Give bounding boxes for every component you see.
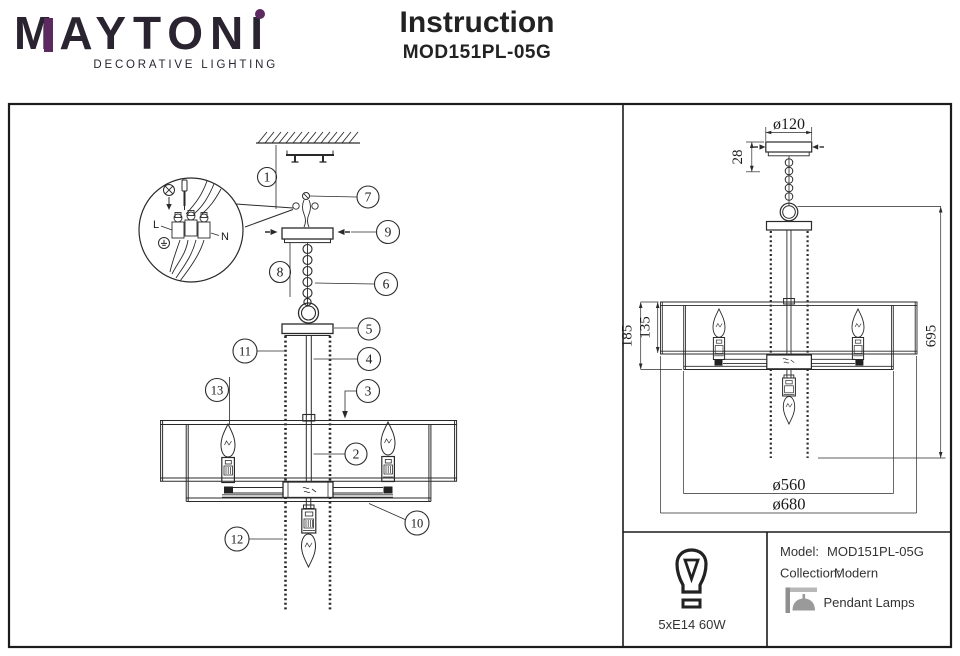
svg-text:185: 185 — [620, 325, 636, 348]
model-value: MOD151PL-05G — [827, 544, 924, 559]
category-label: Pendant Lamps — [824, 595, 916, 610]
callout-3: 3 — [342, 378, 381, 419]
shade — [160, 420, 458, 502]
callout-11: 11 — [232, 338, 284, 364]
callout-12: 12 — [224, 526, 283, 552]
info-panel: 5xE14 60W Model: MOD151PL-05G Collection… — [658, 544, 923, 632]
mounting-bracket — [286, 150, 334, 163]
hook-screw — [302, 192, 310, 200]
dim-canopy-diameter: ø120 — [765, 116, 813, 141]
ground-icon — [158, 237, 170, 249]
page-title: Instruction — [399, 6, 555, 39]
live-wire-label: L — [153, 219, 159, 231]
svg-text:135: 135 — [638, 316, 654, 339]
dim-canopy-height: 28 — [730, 141, 764, 173]
right-diagram: ø120 28 — [620, 116, 946, 514]
collection-value: Modern — [834, 566, 878, 581]
dim-outer-shade-height: 135 — [638, 302, 660, 353]
rod-right — [783, 230, 795, 355]
svg-text:11: 11 — [239, 345, 251, 359]
chain — [297, 242, 320, 324]
hub-arms-right — [723, 354, 855, 370]
bulb-icon — [675, 548, 708, 609]
canopy — [281, 227, 334, 240]
right-bulb-right-diagram — [851, 307, 865, 366]
pendant-lamp-icon — [785, 587, 817, 613]
svg-text:695: 695 — [924, 325, 940, 348]
callout-2: 2 — [313, 442, 368, 466]
svg-text:2: 2 — [353, 447, 360, 462]
center-hub — [282, 481, 334, 499]
callout-10: 10 — [368, 503, 430, 536]
bead-strands — [284, 336, 332, 612]
left-bulb-right-diagram — [712, 307, 726, 366]
terminal-block — [171, 210, 211, 239]
bulb-spec: 5xE14 60W — [658, 617, 726, 632]
callout-4: 4 — [313, 346, 382, 372]
chain-right — [779, 156, 799, 222]
right-candle-bulb — [380, 420, 396, 494]
svg-text:7: 7 — [365, 190, 372, 205]
wires — [169, 180, 222, 282]
center-rod — [302, 336, 316, 483]
callout-6: 6 — [314, 271, 399, 297]
svg-text:5: 5 — [366, 322, 373, 337]
chain-ring — [297, 302, 320, 324]
shade-right — [660, 301, 918, 370]
callout-1: 1 — [256, 166, 278, 188]
ceiling-hatch — [256, 131, 360, 144]
svg-text:13: 13 — [211, 384, 224, 398]
svg-text:8: 8 — [277, 265, 284, 280]
svg-text:1: 1 — [264, 170, 271, 185]
maytoni-logo: MAYTONI DECORATIVE LIGHTING — [14, 7, 304, 71]
canopy — [753, 141, 824, 157]
page-model-code: MOD151PL-05G — [402, 42, 552, 63]
screw-icon — [163, 184, 175, 210]
logo-tagline: DECORATIVE LIGHTING — [93, 59, 278, 71]
dim-inner-diameter: ø560 — [683, 371, 894, 494]
left-candle-bulb — [220, 422, 236, 494]
callouts: 1 7 9 8 6 5 11 4 3 13 2 10 12 — [204, 166, 430, 552]
model-label: Model: — [780, 544, 819, 559]
top-plate — [281, 323, 334, 335]
logo-purple-dot — [255, 9, 265, 19]
svg-text:6: 6 — [383, 277, 390, 292]
callout-7: 7 — [309, 185, 380, 209]
logo-wordmark: MAYTONI — [14, 7, 271, 59]
top-plate-right — [765, 220, 813, 231]
dim-total-height: 695 — [818, 206, 946, 459]
bottom-candle-bulb — [300, 497, 317, 569]
svg-text:ø680: ø680 — [773, 495, 806, 514]
svg-text:12: 12 — [231, 533, 244, 547]
svg-text:28: 28 — [730, 150, 746, 165]
collection-label: Collection: — [780, 566, 841, 581]
title-block: Instruction MOD151PL-05G — [352, 6, 602, 64]
svg-text:ø560: ø560 — [773, 475, 806, 494]
callout-5: 5 — [334, 317, 381, 341]
bead-strands-right — [769, 231, 809, 458]
logo-purple-stem — [44, 18, 53, 52]
svg-text:10: 10 — [411, 517, 424, 531]
neutral-wire-label: N — [221, 231, 229, 243]
svg-text:3: 3 — [365, 384, 372, 399]
svg-text:4: 4 — [366, 352, 373, 367]
wiring-detail-inset: L N — [138, 177, 294, 283]
svg-text:9: 9 — [385, 225, 392, 240]
callout-9: 9 — [351, 219, 401, 245]
screwdriver-icon — [181, 179, 188, 210]
dim-outer-diameter: ø680 — [660, 356, 917, 514]
bottom-bulb-right-diagram — [782, 368, 796, 426]
svg-text:ø120: ø120 — [773, 116, 805, 133]
frame — [7, 102, 953, 649]
callout-13: 13 — [204, 377, 230, 425]
left-diagram: L N — [138, 131, 458, 612]
dim-inner-shade-height: 185 — [620, 301, 682, 370]
callout-8: 8 — [268, 260, 292, 284]
